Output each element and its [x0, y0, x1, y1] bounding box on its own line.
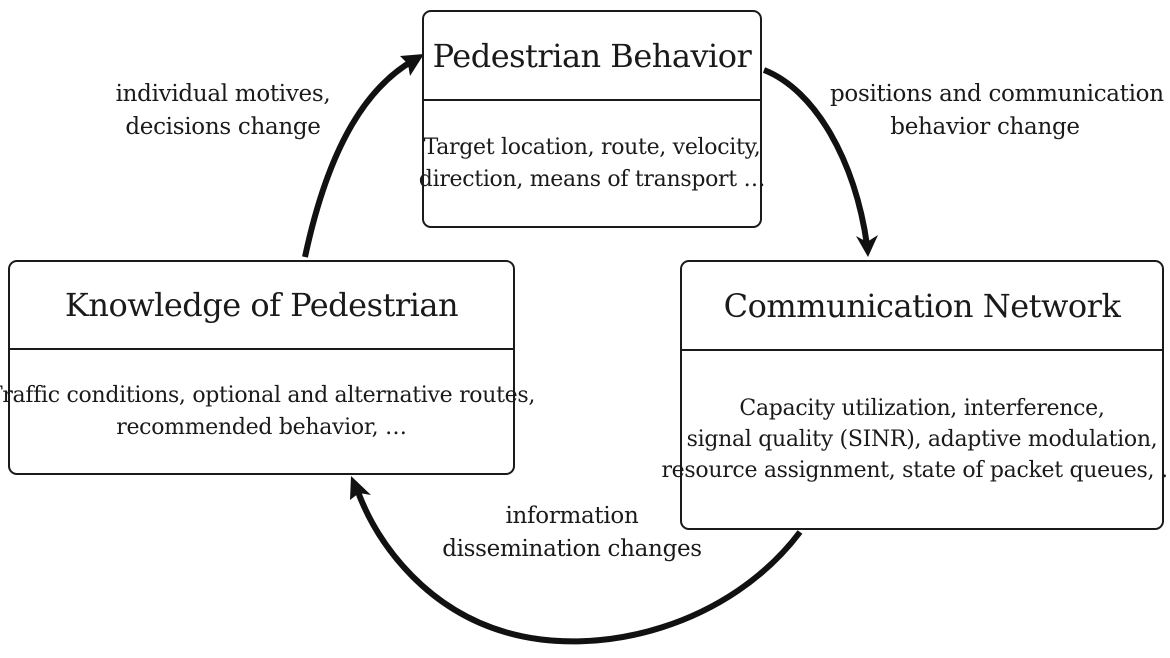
edge-label-line: decisions change: [125, 113, 321, 140]
edge-label-line: individual motives,: [115, 81, 331, 107]
edge-label-line: dissemination changes: [442, 535, 702, 562]
node-body: Traffic conditions, optional and alterna…: [0, 350, 535, 473]
node-body-line: recommended behavior, …: [116, 414, 407, 440]
edge-label-behavior-to-network: positions and communication behavior cha…: [830, 78, 1164, 144]
node-title: Knowledge of Pedestrian: [10, 262, 513, 350]
node-body: Target location, route, velocity, direct…: [419, 101, 766, 226]
arrow-behavior-to-network: [762, 67, 870, 246]
edge-label-line: behavior change: [890, 113, 1080, 140]
node-title: Communication Network: [682, 262, 1162, 351]
node-title: Pedestrian Behavior: [424, 12, 760, 101]
node-pedestrian-behavior: Pedestrian Behavior Target location, rou…: [419, 10, 766, 228]
node-body: Capacity utilization, interference, sign…: [661, 351, 1170, 528]
node-body-line: Capacity utilization, interference,: [739, 395, 1105, 421]
arrowhead-network-to-knowledge: [350, 476, 371, 500]
node-body-line: Target location, route, velocity,: [423, 135, 761, 161]
edge-label-network-to-knowledge: information dissemination changes: [442, 500, 702, 566]
edge-label-line: information: [505, 503, 639, 529]
edge-label-line: positions and communication: [830, 81, 1164, 107]
arrow-knowledge-to-behavior: [302, 57, 416, 258]
arrow-network-to-knowledge: [355, 490, 803, 645]
node-communication-network: Communication Network Capacity utilizati…: [661, 260, 1170, 530]
node-body-line: signal quality (SINR), adaptive modulati…: [686, 426, 1158, 452]
node-body-line: Traffic conditions, optional and alterna…: [0, 383, 536, 409]
arrowhead-behavior-to-network: [856, 235, 878, 257]
node-knowledge-of-pedestrian: Knowledge of Pedestrian Traffic conditio…: [0, 260, 535, 475]
node-body-line: resource assignment, state of packet que…: [661, 458, 1170, 484]
node-body-line: direction, means of transport …: [418, 166, 766, 192]
edge-label-knowledge-to-behavior: individual motives, decisions change: [108, 78, 338, 144]
arrowhead-knowledge-to-behavior: [400, 54, 424, 76]
